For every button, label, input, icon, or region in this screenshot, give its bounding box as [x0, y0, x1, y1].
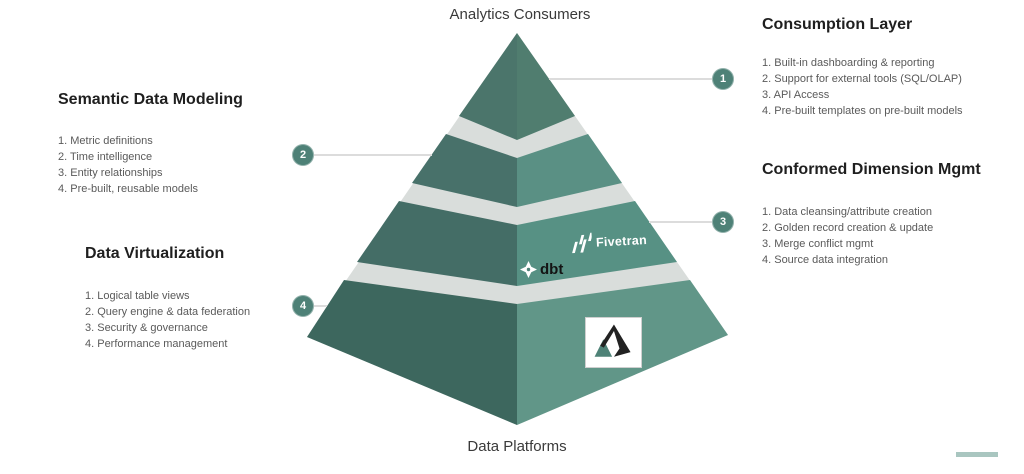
section-list: 1. Logical table views 2. Query engine &…: [85, 288, 250, 352]
list-item: 2. Golden record creation & update: [762, 222, 934, 234]
list-item: 1. Built-in dashboarding & reporting: [762, 57, 935, 69]
list-item: 3. Merge conflict mgmt: [762, 238, 874, 250]
section-title: Data Virtualization: [85, 245, 225, 262]
data-platforms-label: Data Platforms: [467, 438, 567, 455]
list-item: 4. Pre-built templates on pre-built mode…: [762, 105, 963, 117]
list-item: 4. Source data integration: [762, 254, 888, 266]
layer2-right-face: [517, 134, 622, 207]
list-item: 2. Query engine & data federation: [85, 306, 251, 318]
list-item: 3. Entity relationships: [58, 167, 163, 179]
atscale-icon: [594, 324, 631, 357]
list-item: 4. Pre-built, reusable models: [58, 183, 199, 195]
fivetran-logo: Fivetran: [567, 226, 647, 258]
list-item: 1. Metric definitions: [58, 135, 153, 147]
connector-line-3: [649, 221, 712, 223]
layer3-right-face: [517, 201, 677, 286]
atscale-logo: [585, 317, 642, 368]
connector-line-1: [549, 78, 712, 80]
section-title: Semantic Data Modeling: [58, 91, 243, 108]
progress-bar-fragment: [956, 452, 998, 457]
list-item: 3. Security & governance: [85, 322, 208, 334]
section-list: 1. Metric definitions 2. Time intelligen…: [58, 133, 198, 197]
layer1-right-face: [517, 33, 575, 140]
layer4-left-face: [307, 280, 517, 425]
marker-4: 4: [292, 295, 314, 317]
marker-2: 2: [292, 144, 314, 166]
list-item: 2. Time intelligence: [58, 151, 153, 163]
section-title: Conformed Dimension Mgmt: [762, 161, 981, 178]
list-item: 4. Performance management: [85, 338, 228, 350]
list-item: 1. Data cleansing/attribute creation: [762, 206, 932, 218]
dbt-label: dbt: [540, 261, 564, 278]
marker-3: 3: [712, 211, 734, 233]
connector-line-4: [314, 305, 327, 307]
dbt-logo: dbt: [520, 261, 563, 278]
layer1-left-face: [459, 33, 517, 140]
section-list: 1. Data cleansing/attribute creation 2. …: [762, 204, 933, 268]
layer3-left-face: [357, 201, 517, 286]
section-list: 1. Built-in dashboarding & reporting 2. …: [762, 55, 963, 119]
dbt-icon: [520, 261, 537, 278]
fivetran-label: Fivetran: [595, 232, 648, 250]
list-item: 3. API Access: [762, 89, 830, 101]
connector-line-2: [314, 154, 432, 156]
marker-1: 1: [712, 68, 734, 90]
fivetran-icon: [572, 232, 593, 254]
layer2-left-face: [412, 134, 517, 207]
list-item: 1. Logical table views: [85, 290, 190, 302]
analytics-consumers-label: Analytics Consumers: [449, 6, 591, 23]
list-item: 2. Support for external tools (SQL/OLAP): [762, 73, 962, 85]
section-title: Consumption Layer: [762, 16, 913, 33]
